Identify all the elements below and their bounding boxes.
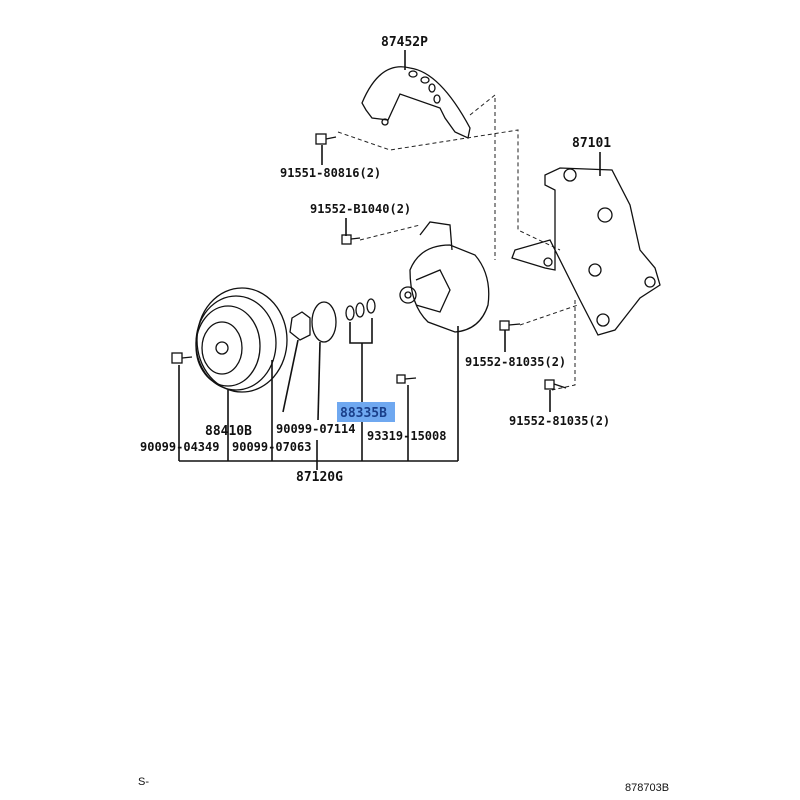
bolt-icon bbox=[499, 320, 521, 331]
part-label-91552-81035[interactable]: 91552-81035(2) bbox=[465, 355, 566, 369]
bracket-87101-drawing bbox=[511, 167, 661, 336]
diagram-id: 878703B bbox=[625, 782, 669, 794]
bolt-icon bbox=[396, 374, 417, 384]
highlight-box bbox=[337, 402, 395, 422]
part-label-91552-b1040[interactable]: 91552-B1040(2) bbox=[310, 202, 411, 216]
bolt-icon bbox=[171, 352, 193, 364]
part-label-90099-07063[interactable]: 90099-07063 bbox=[232, 440, 311, 454]
part-label-90099-07114[interactable]: 90099-07114 bbox=[276, 422, 355, 436]
bolt-icon bbox=[544, 379, 567, 390]
part-label-88410b[interactable]: 88410B bbox=[205, 424, 252, 439]
part-label-91552-81035-b[interactable]: 91552-81035(2) bbox=[509, 414, 610, 428]
compressor-drawing bbox=[399, 221, 490, 333]
part-label-87101[interactable]: 87101 bbox=[572, 136, 611, 151]
footer-left-code: S- bbox=[138, 776, 149, 788]
bracket-87452p-drawing bbox=[361, 66, 471, 139]
pulley-drawing bbox=[195, 287, 288, 393]
bolt-icon bbox=[341, 234, 361, 245]
part-label-88335b[interactable]: 88335B bbox=[340, 406, 387, 421]
part-label-91551-80816[interactable]: 91551-80816(2) bbox=[280, 166, 381, 180]
shim-drawing bbox=[289, 311, 311, 341]
bolt-icon bbox=[315, 133, 337, 145]
part-label-90099-04349[interactable]: 90099-04349 bbox=[140, 440, 219, 454]
snap-ring-drawing bbox=[311, 301, 337, 343]
part-label-93319-15008[interactable]: 93319-15008 bbox=[367, 429, 446, 443]
part-label-87452p[interactable]: 87452P bbox=[381, 35, 428, 50]
part-label-87120g[interactable]: 87120G bbox=[296, 470, 343, 485]
